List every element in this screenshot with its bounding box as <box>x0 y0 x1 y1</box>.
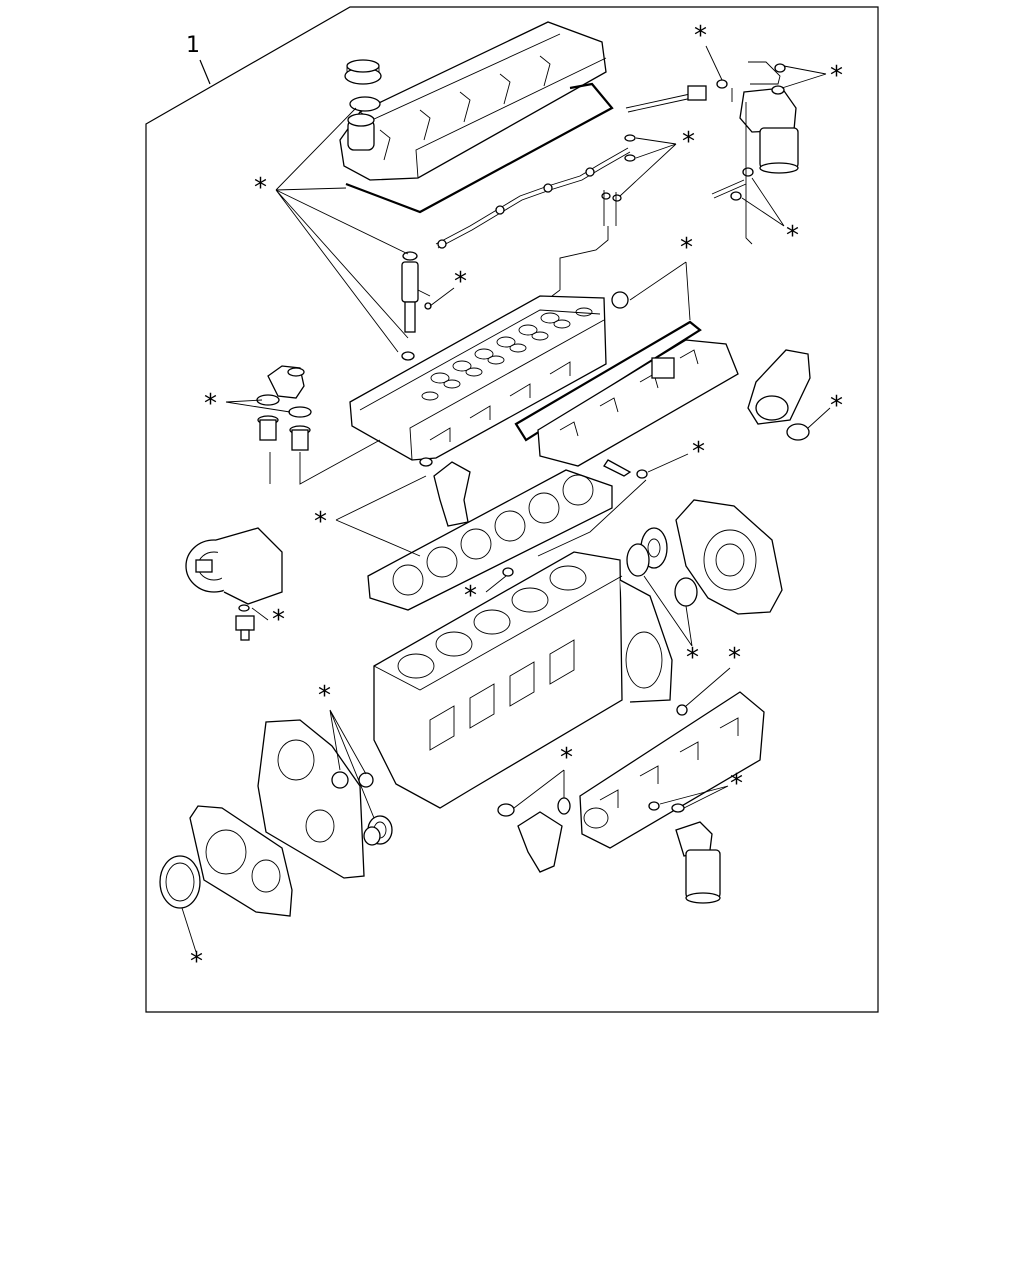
block-plug-seal <box>676 704 688 716</box>
thermostat-leaders <box>269 439 381 485</box>
case-o-ring-b <box>358 772 374 788</box>
marker-leader-thermostat <box>225 399 291 413</box>
manifold-seal-b <box>671 803 685 813</box>
item-label: 1 <box>186 33 200 58</box>
marker-leader-pump <box>251 607 269 621</box>
thermostat-left <box>257 415 279 441</box>
kit-marker-19: * <box>190 947 203 977</box>
manifold-seal-a <box>648 801 660 811</box>
gear-o-ring-a <box>626 543 650 577</box>
marker-leader-gear-rings <box>643 575 693 647</box>
kit-marker-10: * <box>692 437 705 467</box>
marker-leader-intake <box>629 261 691 321</box>
marker-leader-case-rings <box>329 709 375 819</box>
kit-marker-17: * <box>560 743 573 773</box>
kit-marker-5: * <box>786 221 799 251</box>
fuel-seal-low-1 <box>742 167 754 177</box>
cylinder-head <box>349 295 607 461</box>
kit-marker-15: * <box>728 643 741 673</box>
front-cover <box>189 805 293 917</box>
water-outlet-housing <box>747 349 811 425</box>
marker-leader-block-plug <box>685 667 731 707</box>
water-inlet-pipe <box>517 811 563 873</box>
head-plug-seal <box>419 457 433 467</box>
intake-manifold <box>537 339 739 467</box>
oil-filter <box>675 821 721 904</box>
fuel-filter-head <box>739 61 799 174</box>
fuel-hose-fitting <box>625 85 707 113</box>
case-o-ring-a <box>331 771 349 789</box>
thermostat-gasket-b <box>288 406 312 418</box>
marker-leader-injector <box>429 287 455 307</box>
filler-cap-seal <box>349 96 381 112</box>
kit-marker-1: * <box>694 21 707 51</box>
marker-leader-bolt-seal <box>647 453 689 473</box>
marker-leader-fuel-top-left <box>705 45 723 81</box>
thermostat-housing <box>267 365 305 399</box>
water-pipe-elbow <box>433 461 471 527</box>
flywheel-housing <box>675 499 783 615</box>
marker-leader-water-outlet <box>807 407 831 429</box>
marker-leader-inlet <box>513 769 565 809</box>
inlet-o-ring-b <box>557 797 571 815</box>
fuel-seal-low-2 <box>730 191 742 201</box>
fuel-seal-top-3 <box>771 85 785 95</box>
kit-marker-11: * <box>314 507 327 537</box>
kit-marker-18: * <box>730 769 743 799</box>
intake-flange-seal <box>611 291 629 309</box>
cylinder-head-gasket <box>367 469 613 611</box>
marker-leader-manifold-seals <box>659 785 729 809</box>
fuel-seal-top-1 <box>716 79 728 89</box>
marker-leader-rear-seal <box>181 907 197 953</box>
intake-manifold-gasket <box>514 320 702 442</box>
fuel-injector <box>401 251 432 361</box>
kit-marker-13: * <box>272 605 285 635</box>
kit-marker-4: * <box>254 173 267 203</box>
valve-cover-gasket <box>345 82 614 214</box>
timing-gear-case <box>257 719 365 879</box>
kit-marker-12: * <box>464 581 477 611</box>
kit-marker-6: * <box>680 233 693 263</box>
marker-leader-fuel-top-right <box>781 65 827 89</box>
marker-leader-pipe-seals <box>619 137 677 197</box>
gasket-leader <box>537 479 647 557</box>
valve-cover <box>339 21 607 181</box>
fuel-pipe-lower <box>711 179 747 199</box>
bolt-seal <box>636 469 648 479</box>
inlet-o-ring-a <box>497 803 515 817</box>
kit-marker-3: * <box>682 127 695 157</box>
kit-marker-16: * <box>318 681 331 711</box>
pump-fitting <box>235 615 255 641</box>
leak-off-bolts <box>551 190 617 297</box>
kit-border <box>145 6 879 1013</box>
marker-leader-fuel-lower <box>741 177 785 227</box>
front-seal-ring <box>363 826 381 846</box>
kit-marker-7: * <box>454 267 467 297</box>
kit-marker-14: * <box>686 643 699 673</box>
head-bolt <box>603 459 632 477</box>
kit-marker-2: * <box>830 61 843 91</box>
water-outlet-gasket <box>786 423 810 441</box>
fuel-seal-top-2 <box>774 63 786 73</box>
cylinder-block <box>373 551 673 809</box>
marker-leader-valve-cover <box>275 107 409 353</box>
crankshaft-rear-oil-seal <box>159 855 201 909</box>
pipe-seal-rings <box>601 134 636 202</box>
marker-leader-block-o-ring <box>485 575 507 593</box>
exhaust-manifold <box>579 691 765 849</box>
kit-marker-9: * <box>830 391 843 421</box>
oil-filler-cap <box>344 59 382 85</box>
thermostat-right <box>289 425 311 451</box>
pump-o-ring <box>238 604 250 612</box>
kit-marker-8: * <box>204 389 217 419</box>
fuel-leak-off-pipe <box>435 147 631 249</box>
marker-leader-head-gasket <box>335 475 427 557</box>
fuel-filter-leader <box>731 88 753 245</box>
injection-pump <box>185 527 283 605</box>
item-label-leader <box>199 59 211 85</box>
block-o-ring <box>502 567 514 577</box>
gear-o-ring-b <box>674 577 698 607</box>
